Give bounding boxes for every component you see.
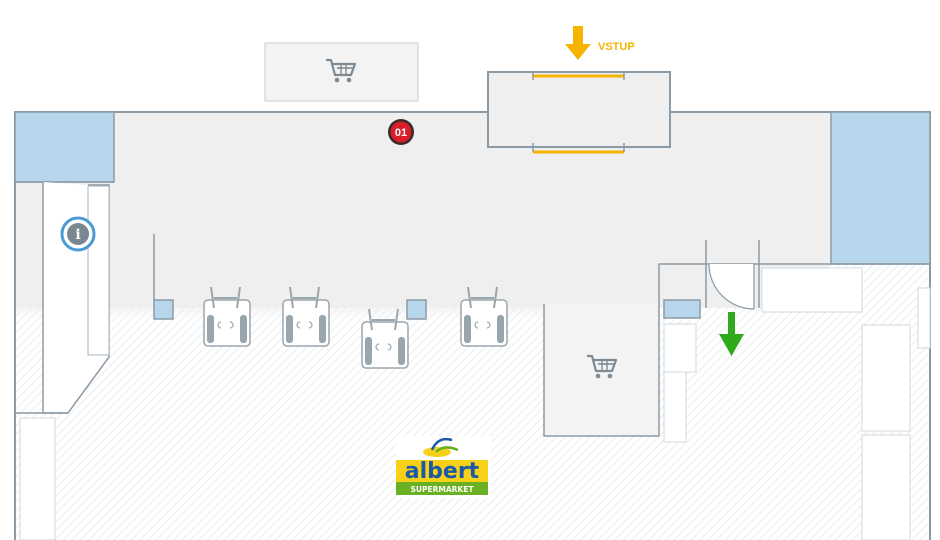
- checkout-counter-3: [361, 308, 409, 369]
- entrance-vestibule: [487, 71, 671, 148]
- checkout-counter-1: [203, 286, 251, 347]
- albert-logo-word: albert: [405, 459, 480, 484]
- glass-block-left: [14, 111, 115, 183]
- info-icon[interactable]: i: [60, 216, 96, 252]
- exit-door-swing: [708, 263, 755, 310]
- cart-icon: [326, 58, 357, 83]
- albert-logo: albert SUPERMARKET: [396, 436, 491, 498]
- entrance-arrow-icon: [565, 26, 591, 60]
- shelf-right-b: [663, 371, 687, 443]
- info-glyph: i: [75, 227, 80, 243]
- pillar-1: [153, 299, 174, 320]
- shelf-right-top: [761, 267, 863, 313]
- shelf-right-edge: [917, 287, 931, 349]
- checkout-counter-2: [282, 286, 330, 347]
- location-marker[interactable]: 01: [388, 119, 414, 145]
- shelf-right-d: [861, 434, 911, 540]
- checkout-counter-4: [460, 286, 508, 347]
- pillar-3: [663, 299, 701, 319]
- corridor-floor: [15, 112, 830, 308]
- albert-logo-tagline: SUPERMARKET: [411, 485, 475, 494]
- service-counter-shelf: [87, 185, 110, 356]
- exit-arrow-icon: [719, 312, 744, 356]
- shelf-right-c: [861, 324, 911, 432]
- shelf-left-lower: [19, 417, 56, 540]
- shelf-right-a: [663, 323, 697, 373]
- entrance-label: VSTUP: [598, 41, 635, 53]
- glass-block-right: [830, 111, 931, 265]
- pillar-2: [406, 299, 427, 320]
- cart-icon: [587, 354, 618, 379]
- location-marker-label: 01: [395, 127, 407, 139]
